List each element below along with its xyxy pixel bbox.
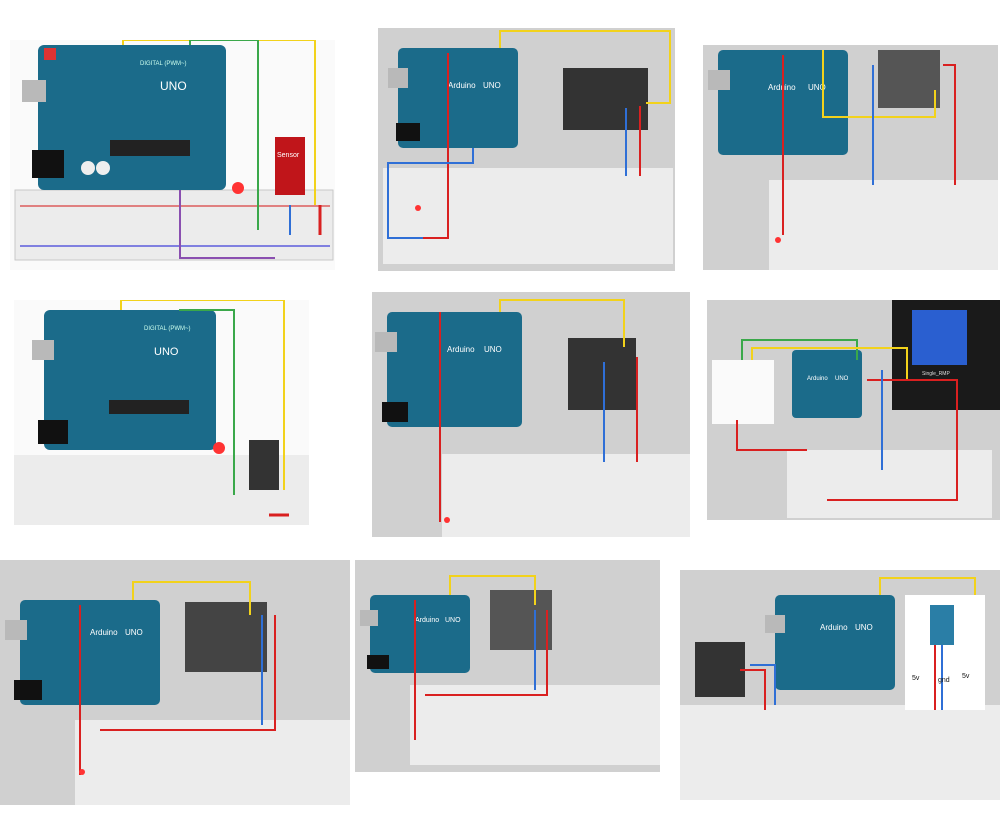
sensor-label: Sensor [277,152,300,159]
circuit-panel-8: Arduino UNO [355,560,660,772]
arduino-board [38,45,226,190]
board-brand: Arduino [447,345,475,354]
circuit-panel-5: Arduino UNO [372,292,690,537]
board-subtitle: DIGITAL (PWM~) [144,326,191,332]
sensor-module-photo [695,642,745,697]
wire-label-gnd: gnd [938,677,950,684]
arduino-board [792,350,862,418]
board-subtitle: UNO [445,617,461,624]
arduino-board [398,48,518,148]
microcontroller-chip [110,140,190,156]
breadboard-holes [20,205,330,247]
circuit-drawing-9: Arduino UNO 5v gnd 5v [680,577,1000,800]
circuit-drawing-5: Arduino UNO [375,299,690,537]
circuit-drawing-4: UNO DIGITAL (PWM~) [14,300,309,525]
circuit-drawing-8: Arduino UNO [360,575,660,765]
circuit-panel-2: Arduino UNO [378,28,675,271]
circuit-panel-7: Arduino UNO [0,560,350,805]
wire-label-5v-right: 5v [962,673,970,680]
arduino-board [387,312,522,427]
red-led [213,442,225,454]
board-brand: Arduino [807,376,828,382]
board-subtitle: UNO [808,83,826,92]
circuit-drawing-1: UNO DIGITAL (PWM~) Sensor [14,40,334,261]
power-jack [32,150,64,178]
red-led [232,182,244,194]
board-brand: UNO [160,79,187,93]
sensor-module-photo [490,590,552,650]
usb-port [22,80,46,102]
circuit-drawing-3: Arduino UNO [708,50,998,270]
circuit-panel-4: UNO DIGITAL (PWM~) [14,300,309,525]
circuit-drawing-7: Arduino UNO [5,581,350,805]
board-subtitle: UNO [125,628,143,637]
sensor-module-photo [568,338,636,410]
board-brand: Arduino [448,81,476,90]
sensor-module-photo [712,360,774,424]
board-subtitle: UNO [483,81,501,90]
circuit-panel-1: UNO DIGITAL (PWM~) Sensor [10,40,335,270]
board-brand: Arduino [820,623,848,632]
wire-label-5v-left: 5v [912,675,920,682]
board-subtitle: DIGITAL (PWM~) [140,61,187,67]
board-brand: UNO [154,346,179,358]
sensor-module [249,440,279,490]
relay-label: Single_RMP [922,371,950,377]
circuit-drawing-6: Arduino UNO Single_RMP [712,300,1000,518]
board-subtitle: UNO [835,376,849,382]
sensor-module-photo [185,602,267,672]
board-brand: Arduino [90,628,118,637]
arduino-board [44,310,216,450]
arduino-board [370,595,470,673]
board-subtitle: UNO [484,345,502,354]
circuit-panel-6: Arduino UNO Single_RMP [707,300,1000,520]
circuit-panel-9: Arduino UNO 5v gnd 5v [680,570,1000,800]
arduino-board [775,595,895,690]
sensor-module-photo [878,50,940,108]
sensor-module [275,137,305,195]
sensor-module-photo [563,68,648,130]
circuit-panel-3: Arduino UNO [703,45,998,270]
arduino-board [20,600,160,705]
board-subtitle: UNO [855,623,873,632]
circuit-drawing-2: Arduino UNO [383,30,673,264]
board-brand: Arduino [415,617,439,624]
